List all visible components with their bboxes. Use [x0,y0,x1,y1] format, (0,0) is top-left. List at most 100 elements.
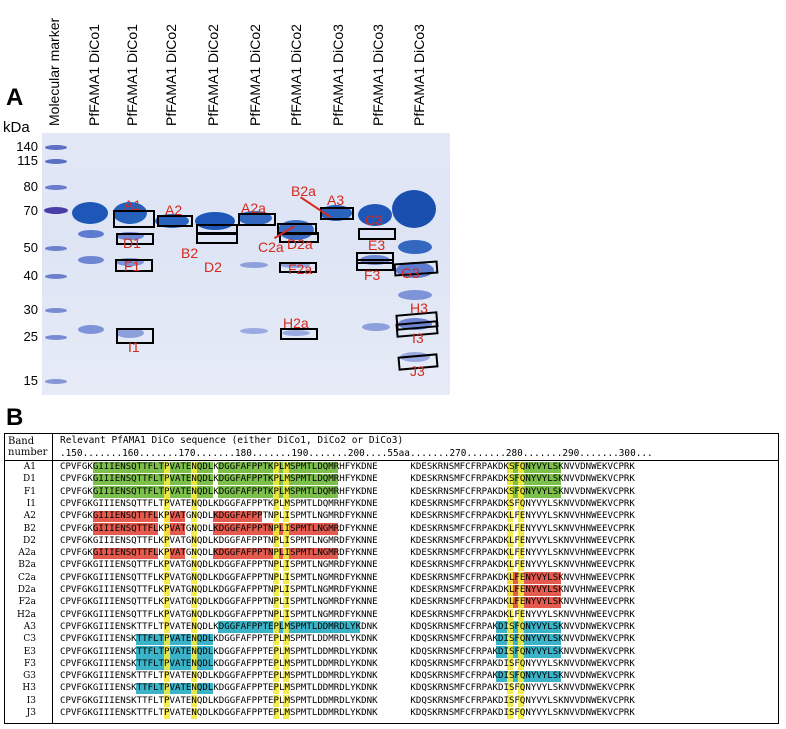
band-number-e3: E3 [23,646,36,657]
gel-band-11 [78,256,104,264]
gel-band-1 [45,159,67,164]
highlight-d2a-0 [506,584,562,596]
band-label-a1: A1 [124,197,142,213]
sequence-c3: CPVFGKGIIIENSKTTFLTPVATENQDLKDGGFAFPPTEP… [60,634,635,645]
sequence-d2: CPVFGKGIIIENSQTTFLKPVATGNQDLKDGGFAFPPTNP… [60,535,635,546]
lane-label-4: PfFAMA1 DiCo2 [205,24,221,126]
conserved-mark-f3-1 [190,658,197,670]
conserved-mark-f3-0 [163,658,170,670]
gel-band-24 [282,330,310,336]
conserved-mark-a2-0 [163,510,170,523]
highlight-a2-1 [163,510,186,523]
conserved-mark-i3-4 [506,695,513,707]
sequence-e3: CPVFGKGIIIENSKTTFLTPVATENQDLKDGGFAFPPTEP… [60,646,635,657]
conserved-mark-a3-4 [506,621,513,633]
conserved-mark-c2a-1 [190,572,197,584]
lane-label-9: PfFAMA1 DiCo3 [411,24,427,126]
table-column-divider [52,433,53,724]
highlight-f1-0 [92,486,213,498]
conserved-mark-h3-4 [506,682,513,695]
conserved-mark-b2a-4 [506,559,513,572]
band-number-i3: I3 [26,695,36,706]
conserved-mark-f2a-3 [283,596,290,609]
gel-box-2 [115,259,153,272]
conserved-mark-d2a-1 [190,584,197,596]
conserved-mark-c2a-5 [517,572,524,584]
gel-band-29 [392,190,436,228]
band-number-j3: J3 [26,708,36,718]
sequence-f1: CPVFGKGIIIENSQTTFLTPVATENQDLKDGGFAFPPTKP… [60,486,635,497]
conserved-mark-g3-2 [272,670,279,683]
band-label-a2: A2 [165,202,183,218]
gel-band-13 [113,202,147,224]
gel-band-9 [72,202,108,224]
conserved-mark-g3-3 [283,670,290,683]
gel-band-10 [78,230,104,238]
gel-box-7 [238,213,276,226]
gel-box-12 [320,207,354,220]
marker-50: 50 [23,240,38,255]
conserved-mark-a2a-2 [272,547,279,560]
conserved-mark-i1-4 [506,498,513,510]
gel-box-3 [116,328,154,344]
highlight-h3-0 [136,682,213,695]
sequence-h2a: CPVFGKGIIIENSQTTFLKPVATGNQDLKDGGFAFPPTNP… [60,609,635,620]
conserved-mark-j3-4 [506,707,513,719]
gel-band-15 [116,258,144,266]
band-label-g3: G3 [401,265,420,281]
conserved-mark-d2a-2 [272,584,279,596]
conserved-mark-j3-0 [163,707,170,719]
conserved-mark-i1-1 [190,498,197,510]
gel-band-5 [45,274,67,279]
conserved-mark-d2-1 [190,535,197,547]
conserved-mark-b2-4 [506,523,513,535]
gel-band-17 [155,214,189,228]
band-number-d1: D1 [23,474,36,485]
sequence-i3: CPVFGKGIIIENSKTTFLTPVATENQDLKDGGFAFPPTEP… [60,695,635,706]
band-label-f3: F3 [364,267,381,283]
band-number-a2a: A2a [18,548,36,559]
highlight-f3-0 [136,658,213,670]
gel-band-2 [45,185,67,190]
conserved-mark-e3-4 [506,646,513,658]
conserved-mark-b2a-0 [163,559,170,572]
sequence-f3: CPVFGKGIIIENSKTTFLTPVATENQDLKDGGFAFPPTEP… [60,658,635,669]
highlight-g3-0 [496,670,562,683]
lane-label-2: PfFAMA1 DiCo1 [124,24,140,126]
band-number-i1: I1 [26,498,36,509]
sequence-i1: CPVFGKGIIIENSQTTFLTPVATENQDLKDGGFAFPPTKP… [60,498,635,509]
band-number-h3: H3 [22,683,36,694]
conserved-mark-a2a-1 [190,547,197,560]
conserved-mark-d1-3 [283,473,290,486]
conserved-mark-h2a-1 [190,609,197,621]
band-label-d2: D2 [204,259,222,275]
position-ruler: .150.......160.......170.......180......… [60,448,653,459]
gel-band-3 [44,207,68,214]
conserved-mark-f1-1 [190,486,197,498]
conserved-mark-g3-4 [506,670,513,683]
highlight-e3-0 [136,646,213,658]
conserved-mark-h3-3 [283,682,290,695]
conserved-mark-b2a-5 [517,559,524,572]
band-label-f1: F1 [124,258,141,274]
band-label-b2: B2 [181,245,199,261]
conserved-mark-a2a-3 [283,547,290,560]
sequence-a2a: CPVFGKGIIIENSQTTFLKPVATGNQDLKDGGFAFPPTNP… [60,548,635,559]
gel-box-14 [356,252,394,264]
conserved-mark-f3-5 [517,658,524,670]
conserved-mark-h3-5 [517,682,524,695]
conserved-mark-i3-5 [517,695,524,707]
sequence-header: Relevant PfAMA1 DiCo sequence (either Di… [60,435,404,446]
conserved-mark-f2a-0 [163,596,170,609]
conserved-mark-d2-2 [272,535,279,547]
conserved-mark-h2a-5 [517,609,524,621]
gel-band-22 [278,220,314,240]
band-label-d1: D1 [123,235,141,251]
highlight-b2-0 [92,523,159,535]
highlight-e3-1 [496,646,562,658]
conserved-mark-g3-0 [163,670,170,683]
gel-box-11 [280,328,318,340]
conserved-mark-a2a-0 [163,547,170,560]
marker-70: 70 [23,203,38,218]
marker-40: 40 [23,268,38,283]
